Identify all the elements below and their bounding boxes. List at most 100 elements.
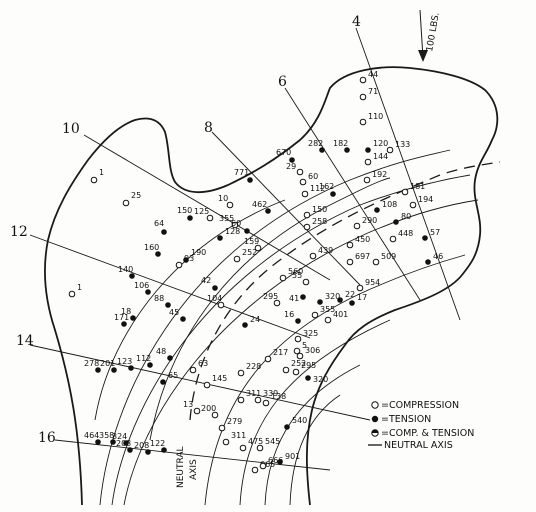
compression-point — [68, 290, 76, 298]
tension-point — [277, 459, 283, 465]
stress-value-label: 282 — [308, 139, 323, 148]
stress-value-label: 1 — [99, 168, 104, 177]
stress-value-label: 252 — [242, 248, 257, 257]
stress-value-label: 462 — [252, 200, 267, 209]
trajectory-arc — [123, 199, 479, 506]
tension-point — [165, 302, 171, 308]
stress-value-label: 145 — [212, 374, 227, 383]
tension-point — [317, 299, 323, 305]
stress-value-label: 160 — [144, 243, 159, 252]
compression-point — [226, 201, 234, 209]
compression-point — [237, 369, 245, 377]
legend-filled-marker — [371, 415, 379, 423]
stress-value-label: 24 — [250, 315, 260, 324]
stress-value-label: 666 — [268, 456, 283, 465]
section-label-12: 12 — [10, 224, 28, 240]
compression-point — [372, 258, 380, 266]
legend-neutral-axis: NEUTRAL AXIS — [384, 440, 453, 451]
compression-point — [356, 284, 364, 292]
compression-point — [359, 93, 367, 101]
tension-point — [110, 439, 116, 445]
section-label-10: 10 — [62, 121, 80, 137]
compression-point — [389, 235, 397, 243]
stress-value-label: 540 — [292, 416, 307, 425]
compression-point — [279, 274, 287, 282]
stress-value-label: 306 — [305, 346, 320, 355]
stress-value-label: 401 — [333, 310, 348, 319]
tension-point — [289, 157, 295, 163]
tension-point — [130, 315, 136, 321]
stress-value-label: 355 — [219, 214, 234, 223]
compression-point — [222, 438, 230, 446]
compression-point — [193, 407, 201, 415]
stress-value-label: 203 — [116, 439, 131, 448]
section-line-8 — [211, 131, 361, 286]
stress-value-label: 295 — [301, 361, 316, 370]
trajectory-arc — [149, 177, 391, 441]
section-label-8: 8 — [204, 120, 213, 136]
stress-value-label: 194 — [418, 195, 433, 204]
compression-point — [259, 462, 267, 470]
compression-point — [206, 214, 214, 222]
tension-point — [145, 449, 151, 455]
tension-point — [145, 289, 151, 295]
compression-point — [264, 355, 272, 363]
tension-point — [95, 367, 101, 373]
tension-point — [337, 297, 343, 303]
stress-value-label: 55 — [292, 271, 302, 280]
stress-value-label: 144 — [373, 152, 388, 161]
stress-value-label: 29 — [286, 162, 296, 171]
compression-point — [282, 366, 290, 374]
section-label-16: 16 — [38, 430, 56, 446]
stress-value-label: 192 — [372, 170, 387, 179]
stress-value-label: 279 — [227, 417, 242, 426]
tension-point — [212, 285, 218, 291]
compression-point — [303, 223, 311, 231]
trajectory-arc — [264, 364, 361, 506]
stress-value-label: 112 — [136, 354, 151, 363]
tension-point — [305, 375, 311, 381]
tension-point — [374, 207, 380, 213]
stress-value-label: 171 — [114, 313, 129, 322]
stress-value-label: 252 — [291, 359, 306, 368]
tension-point — [183, 257, 189, 263]
compression-point — [251, 466, 259, 474]
stress-value-label: 150 — [312, 205, 327, 214]
tension-point — [147, 362, 153, 368]
stress-value-label: 104 — [207, 294, 222, 303]
load-arrow-head — [418, 50, 428, 62]
tension-point — [365, 147, 371, 153]
tension-point — [425, 259, 431, 265]
compression-point — [256, 444, 264, 452]
stress-value-label: 545 — [265, 437, 280, 446]
stress-value-label: 80 — [401, 212, 411, 221]
stress-value-label: 106 — [134, 281, 149, 290]
tension-point — [319, 147, 325, 153]
stress-value-label: 325 — [303, 329, 318, 338]
stress-value-label: 138 — [271, 392, 286, 401]
stress-value-label: 355 — [320, 305, 335, 314]
tension-point — [128, 365, 134, 371]
compression-point — [292, 368, 300, 376]
legend-tension: =TENSION — [381, 414, 431, 425]
stress-value-label: 311 — [231, 431, 246, 440]
stress-value-label: 320 — [325, 292, 340, 301]
tension-point — [247, 177, 253, 183]
compression-point — [239, 444, 247, 452]
compression-point — [364, 158, 372, 166]
section-line-16 — [54, 439, 331, 471]
stress-value-label: 42 — [201, 276, 211, 285]
compression-point — [301, 190, 309, 198]
tension-point — [300, 294, 306, 300]
compression-point — [254, 396, 262, 404]
section-line-14 — [29, 344, 371, 421]
stress-value-label: 320 — [313, 375, 328, 384]
stress-value-label: 22 — [345, 290, 355, 299]
tension-point — [217, 235, 223, 241]
section-label-14: 14 — [16, 333, 34, 349]
stress-value-label: 65 — [168, 371, 178, 380]
trajectory-arc — [204, 254, 466, 506]
stress-value-label: 358 — [99, 431, 114, 440]
stress-value-label: 60 — [308, 172, 318, 181]
tension-point — [161, 229, 167, 235]
